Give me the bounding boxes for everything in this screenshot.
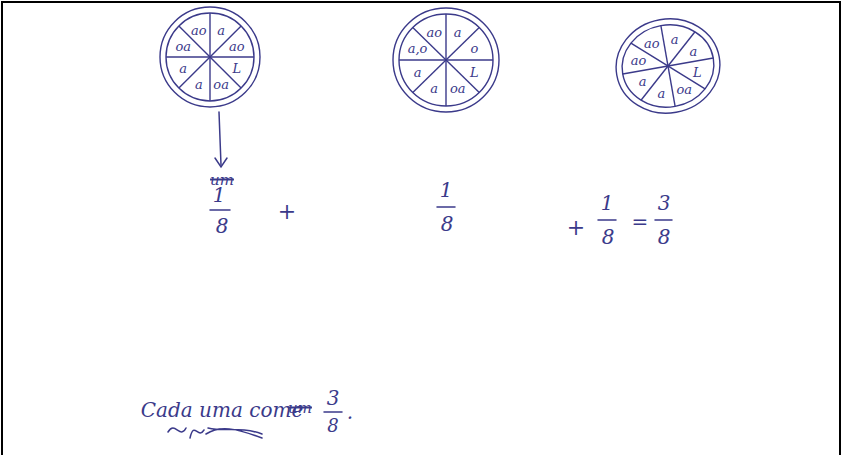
slice-cut [413,27,479,92]
handwritten-text: 3 [658,193,671,213]
handwritten-text: 8 [602,227,615,247]
slice-letters: a,o [408,42,428,55]
fraction-bar [324,411,342,413]
fraction-bar [598,219,616,221]
pizza-circle: aoaaLoaaaao [614,17,722,115]
slice-letters: a [639,74,647,87]
slice-letters: L [470,65,479,78]
handwritten-text: 1 [440,180,453,200]
handwritten-text: + [567,217,585,239]
slice-letters: a [671,33,679,46]
pizza-outline [158,5,262,109]
slice-letters: a [430,81,438,94]
pizza-circle: aoaaoLoaaaoa [158,5,262,109]
slice-letters: a [217,24,225,37]
slice-letters: o [470,42,478,55]
handwritten-text: 3 [327,388,340,408]
pizza-edge [393,8,499,112]
slice-letters: oa [213,77,229,90]
handwritten-text: 8 [658,227,671,247]
handwritten-text: 8 [216,216,229,236]
pizza-outline [614,17,722,115]
pizza-drawing [160,7,260,107]
pizza-edge [160,7,260,107]
pizza-circle: aoaoLoaaaa,o [391,6,501,114]
slice-letters: oa [450,81,466,94]
pizza-drawing [393,8,499,112]
slice-letters: a [454,26,462,39]
pizza-drawing [614,17,722,115]
slice-letters: a [658,86,666,99]
pizza-crust [166,13,254,101]
handwritten-text: 1 [601,193,614,213]
slice-letters: a [179,62,187,75]
slice-letters: ao [644,37,660,50]
slice-cut [631,32,705,100]
slice-letters: ao [426,26,442,39]
handwritten-text: . [347,402,353,422]
leader-arrow [219,112,221,165]
pizza-crust [399,14,493,106]
pizza-crust [616,18,721,115]
handwritten-text: 8 [441,214,454,234]
slice-letters: a [414,65,422,78]
pizza-outline [391,6,501,114]
handwritten-text: 1 [213,185,226,205]
handwritten-text: + [278,201,296,223]
slice-letters: L [232,62,241,75]
slice-letters: ao [631,54,647,67]
handwritten-text: 8 [327,417,338,435]
handwritten-text: = [632,212,649,232]
slice-letters: ao [191,24,207,37]
fraction-bar [437,206,455,208]
slice-letters: a [690,45,698,58]
scribble [168,428,262,438]
fraction-bar [655,219,672,221]
pizza-edge [614,17,722,115]
handwritten-text: Cada uma come [141,400,303,420]
fraction-bar [210,209,230,211]
slice-letters: a [195,77,203,90]
slice-letters: oa [676,82,692,95]
slice-letters: ao [229,39,245,52]
slice-cut [179,26,241,88]
arrow-head [215,158,227,167]
slice-letters: L [693,65,702,78]
slice-cut [631,32,705,100]
slice-letters: oa [175,39,191,52]
crossed-out-word: um [288,401,312,416]
